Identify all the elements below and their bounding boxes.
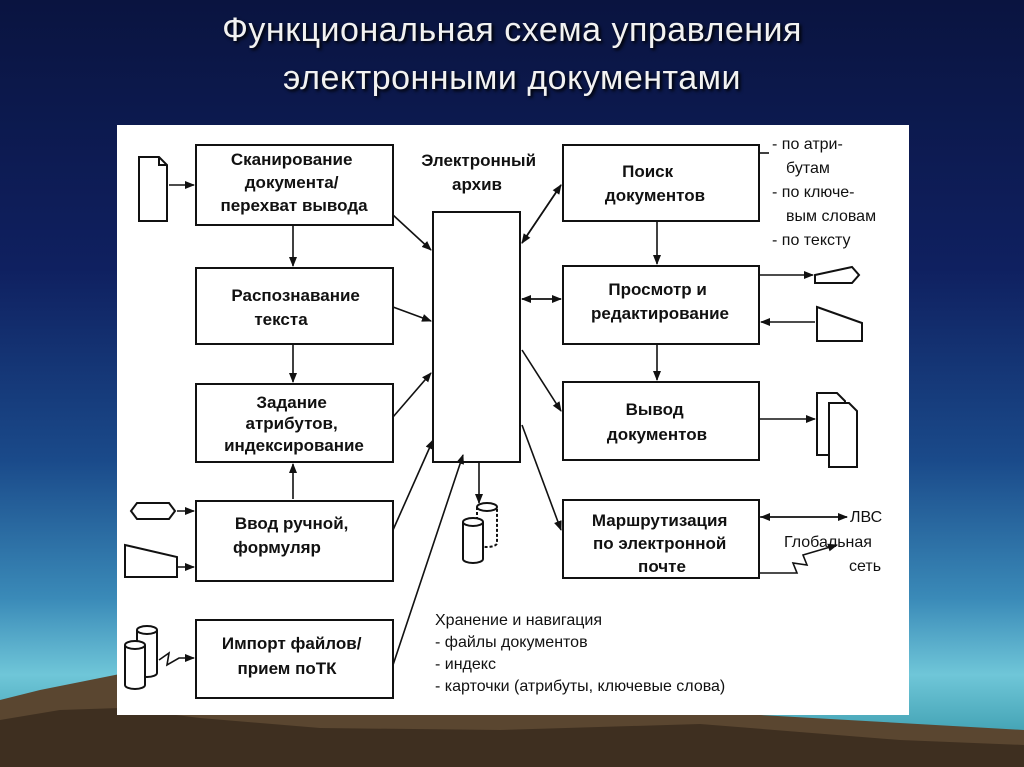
scan-box-line-2: документа/ bbox=[245, 173, 339, 192]
manual-input-icon bbox=[816, 305, 863, 342]
output-box-line-2: документов bbox=[607, 425, 707, 444]
search-note-4: вым словам bbox=[786, 208, 876, 225]
routing-box-line-2: по электронной bbox=[593, 534, 726, 553]
search-box-line-2: документов bbox=[605, 186, 705, 205]
document-icon bbox=[138, 156, 168, 222]
svg-text:Задание атрибутов,: Задание атрибутов, индексирование bbox=[224, 393, 364, 455]
global-network-label-line-2: сеть bbox=[849, 558, 881, 575]
view-edit-box-line-1: Просмотр и bbox=[608, 280, 706, 299]
search-box-line-1: Поиск bbox=[622, 162, 674, 181]
scan-box-line-1: Сканирование bbox=[231, 150, 353, 169]
search-note-3: - по ключе- bbox=[772, 184, 855, 201]
manual-input-icon-left bbox=[124, 543, 178, 578]
import-box-line-1: Импорт файлов/ bbox=[222, 634, 362, 653]
search-box bbox=[562, 144, 760, 222]
output-box-line-1: Вывод bbox=[626, 400, 684, 419]
scan-box bbox=[195, 144, 394, 226]
display-icon bbox=[814, 265, 861, 284]
view-edit-box-line-2: редактирование bbox=[591, 304, 729, 323]
storage-note-1: Хранение и навигация bbox=[435, 612, 602, 629]
attributes-box bbox=[195, 383, 394, 463]
search-note-2: бутам bbox=[786, 160, 830, 177]
svg-text:ЛВС Глобальная: ЛВС Глобальная сеть bbox=[784, 509, 887, 575]
archive-label-line-2: архив bbox=[452, 175, 502, 194]
svg-text:Распознавание текста: Распознавание текста bbox=[231, 286, 364, 329]
routing-box-line-1: Маршрутизация bbox=[592, 511, 727, 530]
svg-text:Электронный архив: Электронный архив bbox=[421, 151, 541, 194]
search-note-5: - по тексту bbox=[772, 232, 851, 249]
manual-input-box-line-1: Ввод ручной, bbox=[235, 514, 349, 533]
archive-label-line-1: Электронный bbox=[421, 151, 536, 170]
svg-text:Маршрутизация по элект: Маршрутизация по электронной почте bbox=[592, 511, 732, 576]
svg-text:Поиск документов: Поиск документов bbox=[605, 162, 705, 205]
recognition-box-line-2: текста bbox=[254, 310, 308, 329]
import-box-line-2: прием поТК bbox=[237, 659, 337, 678]
scan-box-line-3: перехват вывода bbox=[220, 196, 368, 215]
manual-input-box-line-2: формуляр bbox=[233, 538, 321, 557]
svg-text:Вывод документов: Вывод документов bbox=[607, 400, 707, 444]
recognition-box-line-1: Распознавание bbox=[231, 286, 359, 305]
multiple-documents-icon bbox=[816, 392, 858, 468]
svg-text:Импорт файлов/ прием п: Импорт файлов/ прием поТК bbox=[222, 634, 366, 678]
routing-box-line-3: почте bbox=[638, 557, 686, 576]
search-note-1: - по атри- bbox=[772, 136, 843, 153]
svg-text:Хранение и навигация -: Хранение и навигация - файлы документов … bbox=[435, 612, 725, 695]
storage-note-3: - индекс bbox=[435, 656, 496, 673]
lan-label: ЛВС bbox=[850, 509, 882, 526]
recognition-box bbox=[195, 267, 394, 345]
mountain-landscape bbox=[0, 672, 1024, 767]
attributes-box-line-1: Задание bbox=[256, 393, 327, 412]
storage-note-2: - файлы документов bbox=[435, 634, 588, 651]
slide-title: Функциональная схема управления электрон… bbox=[0, 6, 1024, 102]
diagram-panel: Сканирование документа/ перехват вывода … bbox=[117, 125, 909, 715]
electronic-archive-box bbox=[432, 211, 521, 463]
svg-text:Просмотр и редактирова: Просмотр и редактирование bbox=[591, 280, 729, 323]
display-icon-left bbox=[129, 502, 177, 520]
import-box bbox=[195, 619, 394, 699]
global-network-label-line-1: Глобальная bbox=[784, 534, 872, 551]
connector-arrows bbox=[158, 152, 848, 667]
manual-input-box bbox=[195, 500, 394, 582]
view-edit-box bbox=[562, 265, 760, 345]
attributes-box-line-2: атрибутов, bbox=[246, 414, 338, 433]
disk-stack-icon bbox=[124, 625, 158, 690]
storage-disk-icon bbox=[462, 502, 498, 564]
attributes-box-line-3: индексирование bbox=[224, 436, 364, 455]
svg-text:- по атри- бутам: - по атри- бутам - по ключе- вым словам … bbox=[772, 136, 881, 249]
svg-text:Ввод ручной, формуляр: Ввод ручной, формуляр bbox=[233, 514, 353, 557]
svg-text:Сканирование документа: Сканирование документа/ перехват вывода bbox=[220, 150, 368, 215]
title-line-1: Функциональная схема управления bbox=[222, 11, 802, 49]
storage-note-4: - карточки (атрибуты, ключевые слова) bbox=[435, 678, 725, 695]
output-box bbox=[562, 381, 760, 461]
title-line-2: электронными документами bbox=[283, 59, 741, 97]
diagram-canvas: Сканирование документа/ перехват вывода … bbox=[124, 136, 887, 699]
routing-box bbox=[562, 499, 760, 579]
